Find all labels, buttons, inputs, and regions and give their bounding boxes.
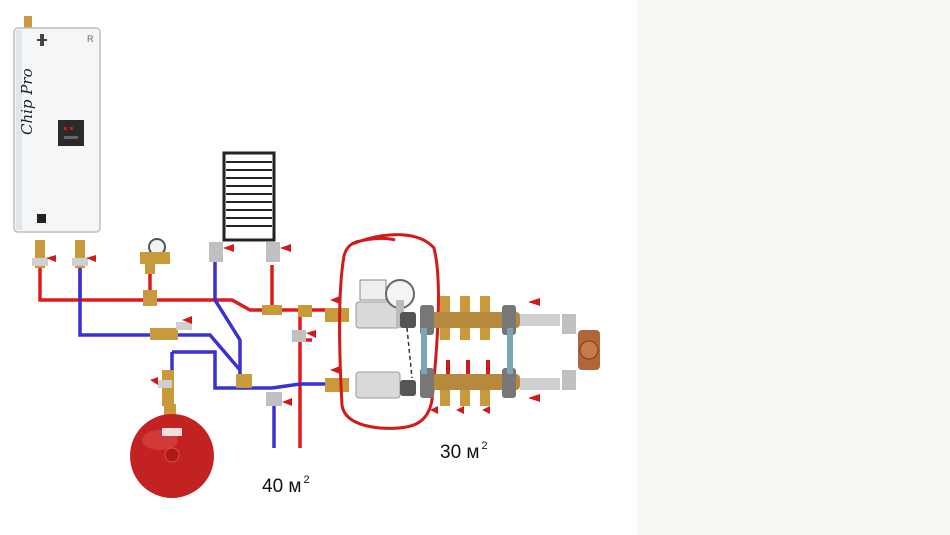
pump-group [520,298,600,402]
mixing-unit [325,279,416,399]
radiator-valves [209,242,316,406]
floor-manifold [420,296,520,414]
safety-group [140,238,170,306]
radiators-area-value: 40 м [262,476,302,497]
empty-side-panel [637,0,950,535]
boiler-brand: Chip Pro [18,68,36,135]
expansion-tank [130,404,214,498]
towel-radiator [222,151,276,242]
highlight-circle [338,233,440,430]
boiler-valves [32,240,96,268]
floor-area-sup: 2 [481,440,488,452]
boiler-badge: R [87,34,94,44]
boiler-control-display [58,120,84,146]
expansion-valve [150,316,192,406]
electric-boiler [13,16,101,233]
radiators-area-sup: 2 [303,474,310,486]
heating-schematic [13,16,600,498]
return-pipes [78,258,335,448]
floor-area-value: 30 м [440,442,480,463]
